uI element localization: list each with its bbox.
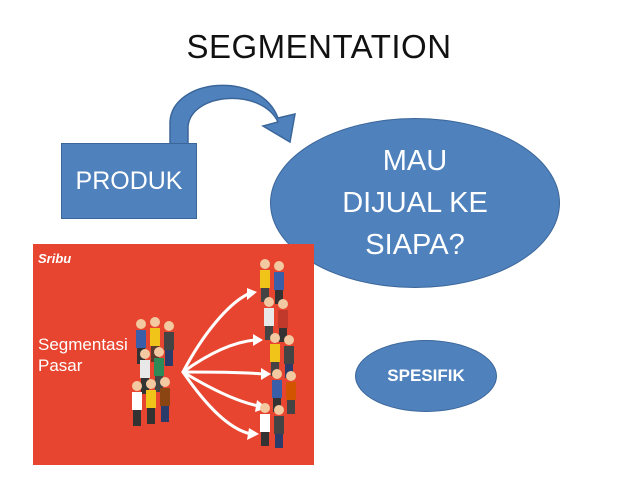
caption-line-1: Segmentasi (38, 335, 128, 354)
spesifik-ellipse: SPESIFIK (355, 340, 497, 412)
target-line-1: MAU (382, 145, 448, 177)
segmentasi-pasar-caption: Segmentasi Pasar (38, 334, 128, 376)
produk-box: PRODUK (61, 143, 197, 219)
spesifik-label: SPESIFIK (387, 366, 465, 385)
produk-label: PRODUK (75, 166, 183, 195)
caption-line-2: Pasar (38, 356, 83, 375)
segmentation-illustration (132, 259, 296, 448)
target-line-3: SIAPA? (365, 229, 465, 261)
segmentasi-pasar-image: Sribu Segmentasi Pasar (33, 244, 314, 465)
sribu-logo: Sribu (38, 251, 72, 266)
target-question-ellipse: MAU DIJUAL KE SIAPA? (270, 118, 560, 288)
target-line-2: DIJUAL KE (342, 187, 488, 219)
curved-arrow-icon (169, 84, 296, 146)
slide-title: SEGMENTATION (186, 28, 452, 65)
